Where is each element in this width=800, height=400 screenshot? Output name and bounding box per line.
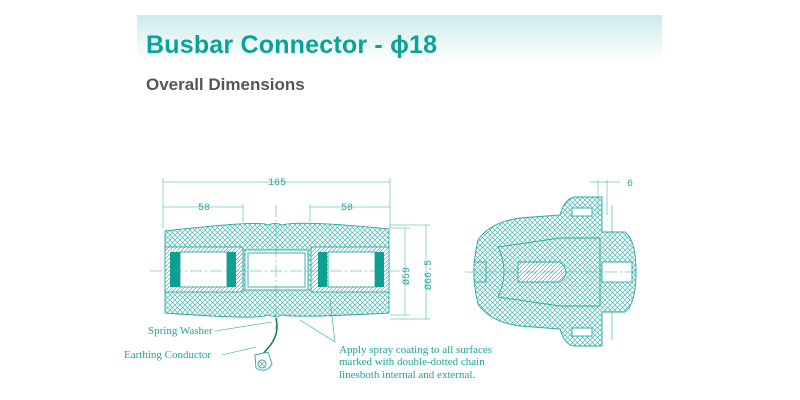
- side-view: [150, 178, 430, 371]
- center-window: [244, 249, 309, 291]
- dim-overall-length: 165: [268, 178, 286, 189]
- dim-left-section: 58: [198, 203, 210, 214]
- dim-right-section: 58: [341, 203, 353, 214]
- dimension-lines: [162, 178, 430, 320]
- note-line-3: linesboth internal and external.: [339, 369, 475, 381]
- label-earthing-conductor: Earthing Conductor: [124, 349, 211, 361]
- dim-flange-thickness: 6: [627, 179, 633, 190]
- dim-outer-diameter: Ø66.5: [423, 260, 435, 290]
- page-title: Busbar Connector - ϕ18: [146, 31, 438, 59]
- earthing-lug: [254, 351, 273, 371]
- leader-lines: [214, 299, 336, 356]
- label-spring-washer: Spring Washer: [148, 325, 213, 337]
- title-band: [137, 15, 662, 61]
- page-subtitle: Overall Dimensions: [146, 75, 305, 94]
- dim-inner-diameter: Ø59: [401, 267, 413, 285]
- rubber-inserts: [170, 252, 384, 287]
- note-line-1: Apply spray coating to all surfaces: [339, 344, 492, 356]
- note-line-2: marked with double-dotted chain: [339, 356, 485, 368]
- section-view: [465, 180, 640, 347]
